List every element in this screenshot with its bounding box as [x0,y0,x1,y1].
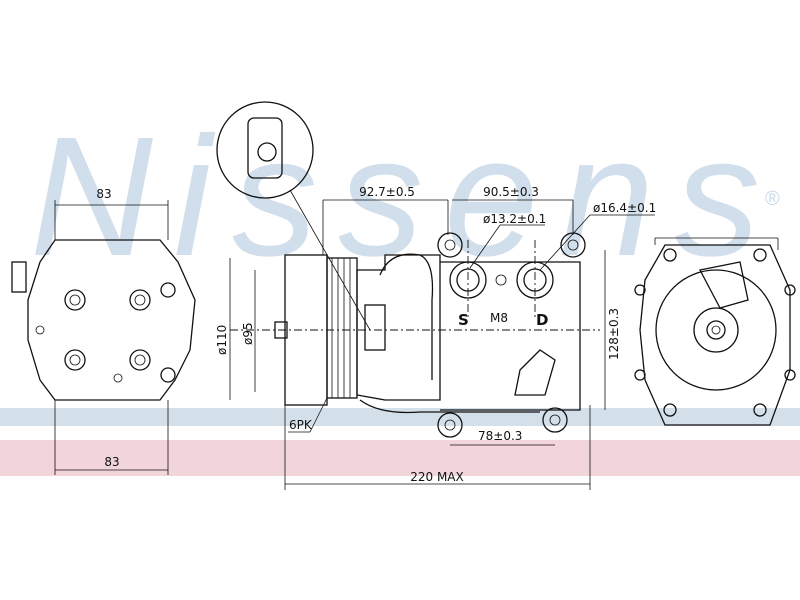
thread-label: M8 [490,311,508,325]
front-view-left [11,200,196,475]
dim-overall-length: 220 MAX [410,470,464,484]
rear-view-right [634,237,796,426]
dim-suction-port: ø13.2±0.1 [483,212,546,226]
dim-pulley-outer: ø110 [215,325,229,355]
dim-belt: 6PK [289,418,313,432]
discharge-label: D [536,311,548,329]
watermark-band-pink [0,440,800,476]
dim-span-b: 90.5±0.3 [483,185,539,199]
dim-span-a: 92.7±0.5 [359,185,415,199]
dimension-lines [229,199,655,490]
registered-mark: ® [765,188,780,210]
dim-pulley-inner: ø95 [241,322,255,345]
suction-label: S [458,311,469,329]
watermark-band-blue [0,408,800,426]
dim-left-bottom: 83 [104,455,119,469]
side-view [230,232,600,438]
watermark-logo: Nissens [30,102,760,292]
dim-left-top: 83 [96,187,111,201]
dim-height: 128±0.3 [607,308,621,360]
dim-mount-spacing: 78±0.3 [478,429,522,443]
dim-discharge-port: ø16.4±0.1 [593,201,656,215]
